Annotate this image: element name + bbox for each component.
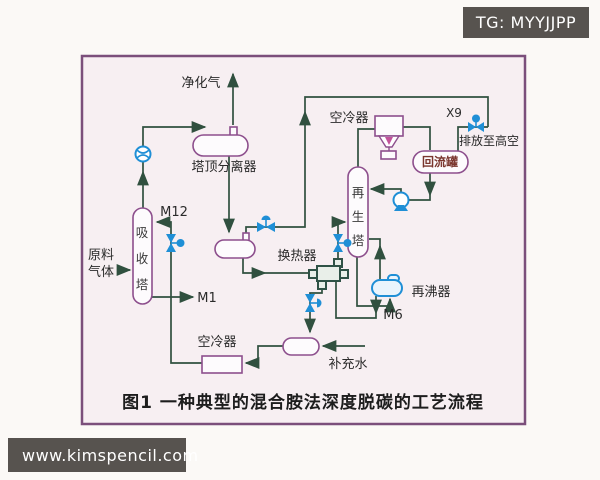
regen-overhead-line [357,128,375,167]
flash-gas-header-line [304,96,489,127]
m1-stream-tag: M1 [197,291,217,306]
heat-exchanger-unit [308,258,349,290]
regenerator-label-char1: 再 [352,185,365,200]
reflux-drum-label: 回流罐 [422,154,458,169]
drum-feed-valve-icon [305,294,322,312]
regenerator-label-char3: 塔 [352,233,365,248]
top-separator-label: 塔顶分离器 [191,159,256,175]
x9-stream-tag: X9 [446,106,462,120]
purified-gas-label: 净化气 [181,75,220,91]
regenerator-vessel [347,166,369,258]
heat-exchanger-label: 换热器 [277,249,316,264]
figure-caption: 图1 一种典型的混合胺法深度脱碳的工艺流程 [122,392,484,413]
overhead-to-separator-line [142,127,205,172]
lean-to-drum-line [304,288,323,334]
reboiler-unit [371,274,403,297]
feed-gas-label-line1: 原料 [88,248,114,263]
absorber-vessel [132,207,153,305]
bottom-air-cooler-unit [201,355,243,374]
m6-lean-line2 [335,282,377,319]
flash-gas-valve-icon [257,215,275,232]
regenerator-label-char2: 生 [352,209,365,224]
makeup-water-label: 补充水 [328,356,367,372]
top-separator-vessel [192,134,249,157]
flash-drum-vessel [214,239,256,259]
absorber-label-char3: 塔 [136,277,149,292]
x9-vent-valve-icon [468,114,484,132]
bottom-air-cooler-label: 空冷器 [197,335,236,350]
makeup-drum-vessel [282,337,320,356]
flash-bottoms-line [242,258,267,279]
reflux-pump-icon [392,191,410,211]
regenerator-feed-valve-icon [333,234,352,252]
m6-stream-tag: M6 [383,308,403,323]
lean-return-line [155,216,202,364]
drum-to-cooler-line [244,345,283,369]
top-air-cooler-label: 空冷器 [329,111,368,126]
absorber-overhead-pump-icon [134,145,152,163]
flash-gas-line [245,110,311,233]
vent-label: 排放至高空 [459,133,519,148]
absorber-label-char2: 收 [136,251,149,266]
reboiler-vapor-line2 [369,238,381,248]
reboiler-label: 再沸器 [411,285,450,300]
m12-stream-tag: M12 [160,205,188,220]
reflux-drum-vessel [412,150,469,174]
lean-return-valve-icon [166,234,185,252]
tg-badge: TG: MYYJJPP [463,7,589,38]
top-air-cooler-unit [374,115,404,160]
watermark-url: www.kimspencil.com [8,438,198,472]
pump-suction-line [409,195,431,201]
absorber-label-char1: 吸 [136,225,149,240]
feed-gas-label-line2: 气体 [88,264,114,280]
cooler-to-refluxdrum-line [403,126,431,150]
